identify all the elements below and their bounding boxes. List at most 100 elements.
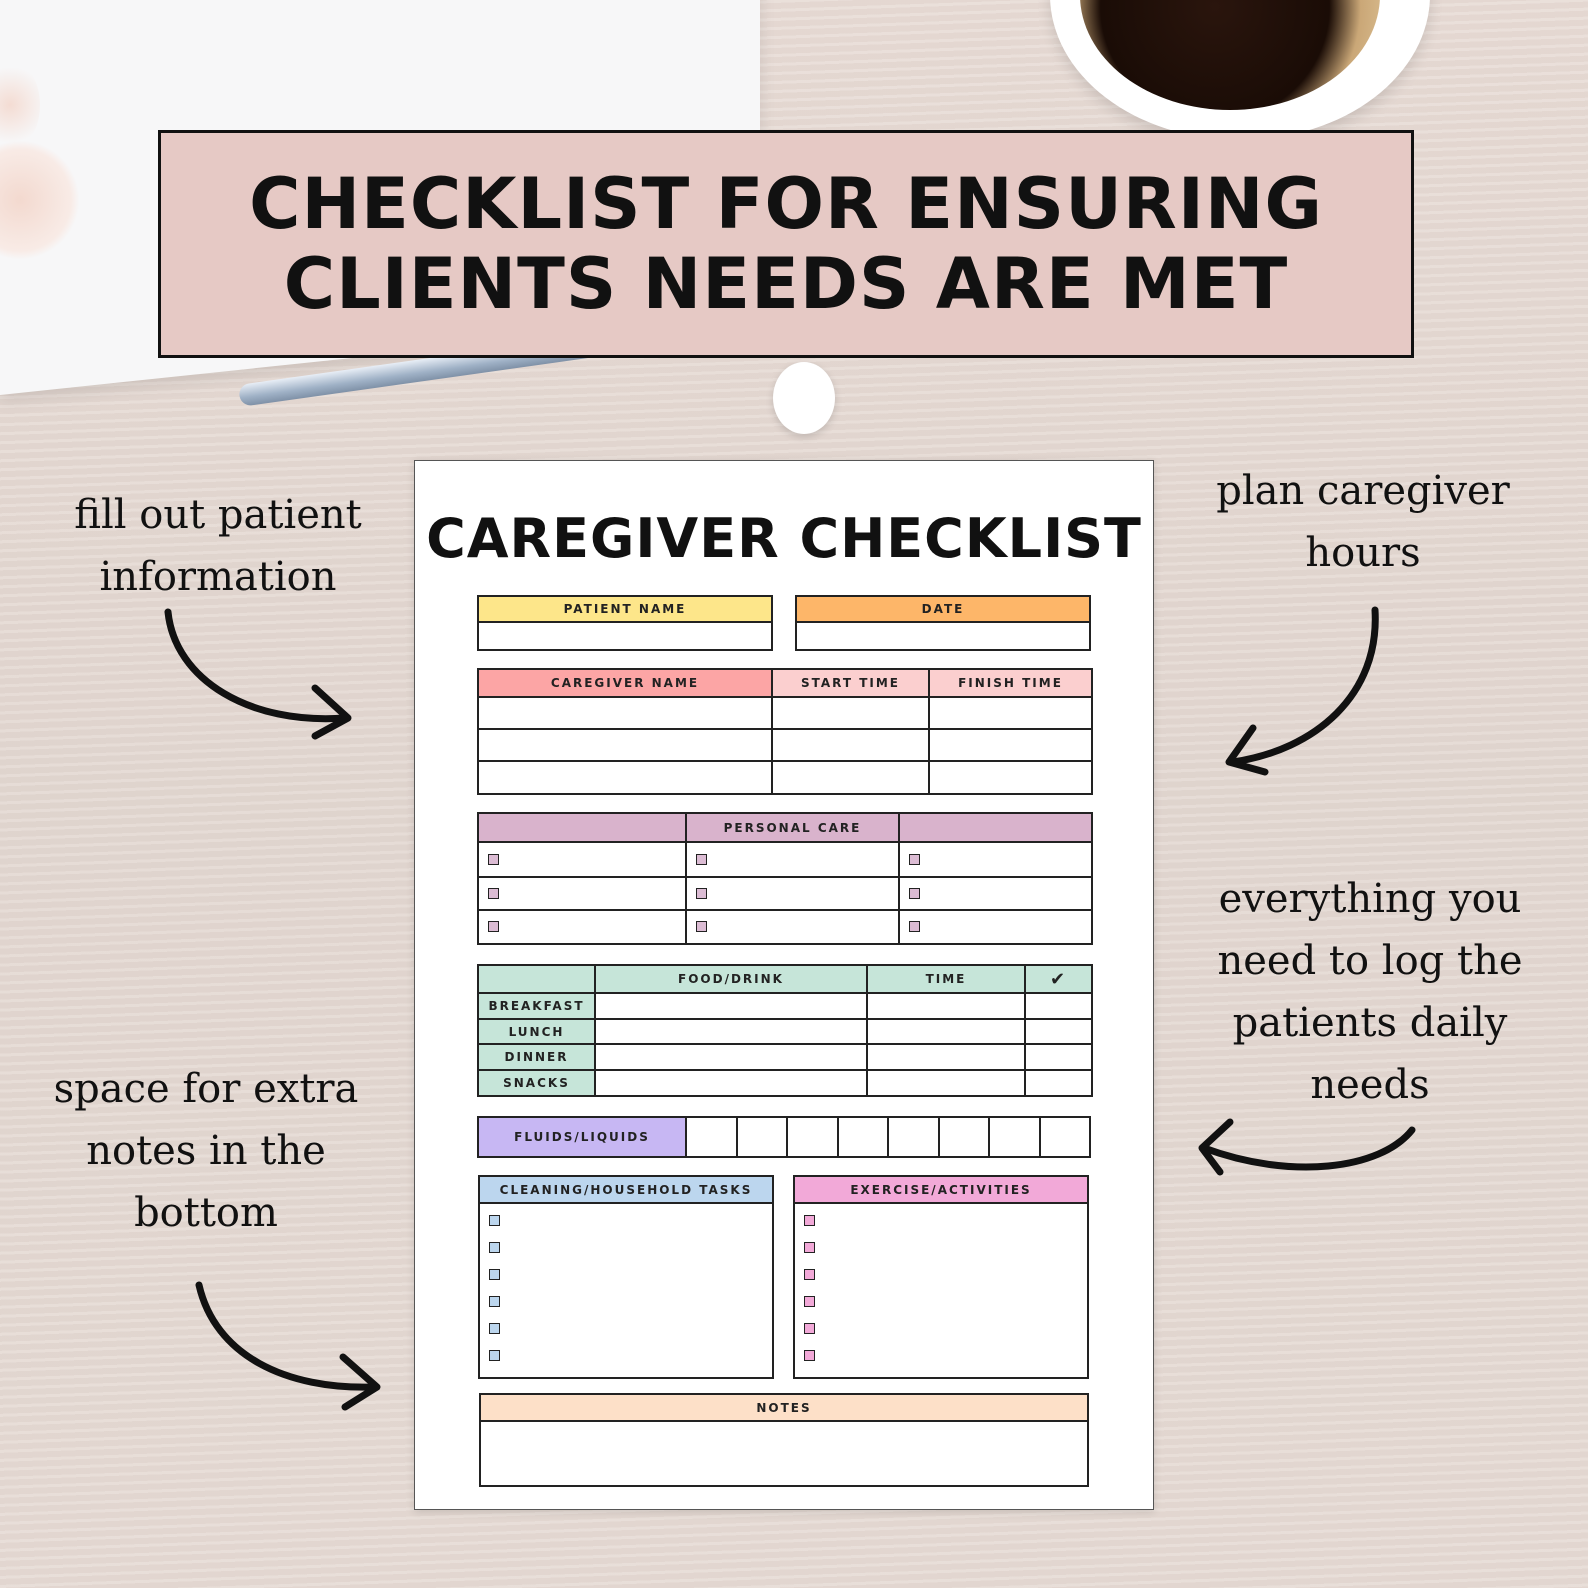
checkbox-icon[interactable] — [909, 887, 920, 899]
checkbox-icon[interactable] — [909, 853, 920, 865]
fluid-tally-cell[interactable] — [988, 1116, 1041, 1158]
personal-care-header-blank — [477, 812, 687, 843]
food-cell[interactable] — [594, 992, 868, 1020]
curved-arrow-icon — [164, 608, 352, 740]
cleaning-item[interactable] — [480, 1207, 772, 1234]
time-cell[interactable] — [866, 1018, 1026, 1045]
checkbox-icon[interactable] — [804, 1350, 815, 1361]
checkbox-icon[interactable] — [696, 887, 707, 899]
checkbox-icon[interactable] — [804, 1269, 815, 1280]
cleaning-item[interactable] — [480, 1261, 772, 1288]
caregiver-name-cell[interactable] — [477, 728, 773, 762]
annotation-line: fill out patient — [74, 492, 362, 538]
fluid-tally-cell[interactable] — [887, 1116, 940, 1158]
start-time-cell[interactable] — [771, 760, 930, 795]
patient-name-box: PATIENT NAME — [477, 595, 773, 651]
checkbox-icon[interactable] — [489, 1323, 500, 1334]
personal-care-item[interactable] — [685, 876, 900, 911]
finish-time-cell[interactable] — [928, 696, 1093, 730]
annotation-line: notes in the — [86, 1128, 326, 1174]
checkbox-icon[interactable] — [804, 1323, 815, 1334]
time-cell[interactable] — [866, 1043, 1026, 1071]
meal-label: BREAKFAST — [477, 992, 596, 1020]
food-drink-header: FOOD/DRINK — [594, 964, 868, 994]
annotation-daily-needs: everything you need to log the patients … — [1195, 868, 1545, 1116]
annotation-line: plan caregiver — [1216, 468, 1510, 514]
annotation-line: bottom — [134, 1190, 278, 1236]
fluid-tally-cell[interactable] — [685, 1116, 738, 1158]
finish-time-cell[interactable] — [928, 728, 1093, 762]
patient-name-field[interactable] — [479, 623, 771, 649]
annotation-line: space for extra — [53, 1066, 359, 1112]
annotation-line: everything you — [1218, 876, 1522, 922]
check-cell[interactable] — [1024, 1018, 1093, 1045]
checkbox-icon[interactable] — [696, 921, 707, 933]
finish-time-cell[interactable] — [928, 760, 1093, 795]
checkbox-icon[interactable] — [488, 921, 499, 933]
checkbox-icon[interactable] — [489, 1269, 500, 1280]
start-time-cell[interactable] — [771, 696, 930, 730]
caregiver-name-cell[interactable] — [477, 696, 773, 730]
personal-care-item[interactable] — [898, 841, 1093, 878]
headline-banner: CHECKLIST FOR ENSURING CLIENTS NEEDS ARE… — [158, 130, 1414, 358]
personal-care-item[interactable] — [477, 909, 687, 945]
personal-care-item[interactable] — [477, 876, 687, 911]
food-cell[interactable] — [594, 1018, 868, 1045]
personal-care-item[interactable] — [685, 909, 900, 945]
exercise-item[interactable] — [795, 1288, 1087, 1315]
earbud-photo — [773, 362, 835, 434]
check-cell[interactable] — [1024, 1043, 1093, 1071]
cleaning-item[interactable] — [480, 1234, 772, 1261]
meal-label: DINNER — [477, 1043, 596, 1071]
checkbox-icon[interactable] — [804, 1242, 815, 1253]
cleaning-item[interactable] — [480, 1342, 772, 1369]
notes-field[interactable] — [481, 1422, 1087, 1485]
caregiver-name-cell[interactable] — [477, 760, 773, 795]
fluid-tally-cell[interactable] — [836, 1116, 889, 1158]
fluid-tally-cell[interactable] — [735, 1116, 788, 1158]
checkbox-icon[interactable] — [696, 853, 707, 865]
finish-time-header: FINISH TIME — [928, 668, 1093, 698]
cleaning-tasks-box: CLEANING/HOUSEHOLD TASKS — [478, 1175, 774, 1379]
check-cell[interactable] — [1024, 992, 1093, 1020]
time-cell[interactable] — [866, 992, 1026, 1020]
personal-care-item[interactable] — [477, 841, 687, 878]
curved-arrow-icon — [1225, 606, 1379, 776]
check-cell[interactable] — [1024, 1069, 1093, 1097]
personal-care-item[interactable] — [898, 876, 1093, 911]
fluid-tally-cell[interactable] — [937, 1116, 990, 1158]
patient-name-header: PATIENT NAME — [479, 597, 771, 623]
exercise-item[interactable] — [795, 1261, 1087, 1288]
caregiver-checklist-sheet: CAREGIVER CHECKLIST PATIENT NAME DATE CA… — [414, 460, 1154, 1510]
fluid-tally-cell[interactable] — [1038, 1116, 1091, 1158]
checkbox-icon[interactable] — [488, 887, 499, 899]
annotation-patient-info: fill out patient information — [58, 484, 378, 608]
fluid-tally-cell[interactable] — [786, 1116, 839, 1158]
exercise-item[interactable] — [795, 1207, 1087, 1234]
checkbox-icon[interactable] — [489, 1350, 500, 1361]
start-time-cell[interactable] — [771, 728, 930, 762]
checkbox-icon[interactable] — [804, 1296, 815, 1307]
exercise-item[interactable] — [795, 1234, 1087, 1261]
cleaning-item[interactable] — [480, 1315, 772, 1342]
checkbox-icon[interactable] — [488, 853, 499, 865]
sheet-title: CAREGIVER CHECKLIST — [426, 507, 1142, 570]
checkbox-icon[interactable] — [489, 1242, 500, 1253]
checkbox-icon[interactable] — [804, 1215, 815, 1226]
exercise-item[interactable] — [795, 1342, 1087, 1369]
cleaning-item[interactable] — [480, 1288, 772, 1315]
date-field[interactable] — [797, 623, 1089, 649]
exercise-item[interactable] — [795, 1315, 1087, 1342]
checkbox-icon[interactable] — [489, 1296, 500, 1307]
personal-care-item[interactable] — [685, 841, 900, 878]
annotation-line: need to log the — [1217, 938, 1523, 984]
curved-arrow-icon — [195, 1281, 381, 1411]
time-cell[interactable] — [866, 1069, 1026, 1097]
caregiver-name-header: CAREGIVER NAME — [477, 668, 773, 698]
checkbox-icon[interactable] — [489, 1215, 500, 1226]
food-cell[interactable] — [594, 1043, 868, 1071]
personal-care-item[interactable] — [898, 909, 1093, 945]
food-cell[interactable] — [594, 1069, 868, 1097]
checkbox-icon[interactable] — [909, 921, 920, 933]
date-header: DATE — [797, 597, 1089, 623]
